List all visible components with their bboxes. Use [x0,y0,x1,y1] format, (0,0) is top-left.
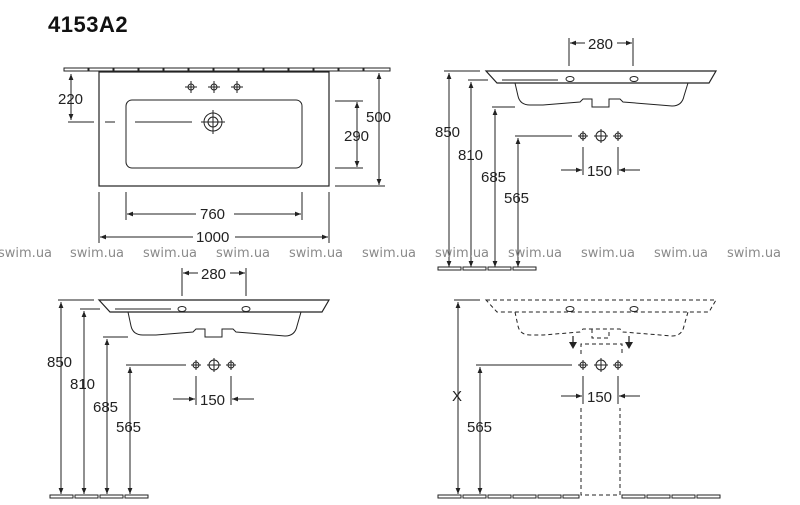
dim-810-a: 810 [458,147,483,164]
supply-connection-icon-2 [191,358,236,372]
dim-850-b: 850 [47,354,72,371]
pedestal-view: X 565 150 [437,299,721,499]
floor-strip-3 [437,494,721,499]
dim-685-b: 685 [93,399,118,416]
dim-280-b: 280 [201,266,226,283]
dim-280-a: 280 [588,36,613,53]
dim-290: 290 [344,128,369,145]
side-view-2: 280 850 810 685 565 150 [47,266,331,499]
side-view-1: 280 850 810 685 565 150 [435,36,718,271]
watermark: swim.ua [70,246,124,261]
watermark: swim.ua [362,246,416,261]
basin-side-profile [484,70,718,84]
top-view: 220 290 500 760 1000 [58,67,391,246]
basin-outline [98,71,330,187]
dim-1000: 1000 [196,229,229,246]
wall-strip-top [63,67,391,72]
dim-150-a: 150 [587,163,612,180]
dim-565-a: 565 [504,190,529,207]
dim-760: 760 [200,206,225,223]
drain-icon [201,110,225,134]
dim-810-b: 810 [70,376,95,393]
dim-850-a: 850 [435,124,460,141]
floor-strip-2 [49,494,149,499]
watermark: swim.ua [0,246,52,261]
watermark: swim.ua [216,246,270,261]
watermark: swim.ua [727,246,781,261]
watermark: swim.ua [143,246,197,261]
watermark: swim.ua [654,246,708,261]
basin-dashed-profile [484,299,717,313]
basin-side-profile-2 [97,299,331,313]
faucet-hole-icon [185,81,243,93]
watermark: swim.ua [289,246,343,261]
pedestal-top-dashed [580,343,623,354]
watermark: swim.ua [581,246,635,261]
pedestal-column-dashed [580,408,621,496]
supply-connection-icon [578,129,623,143]
model-number-title: 4153A2 [48,12,129,37]
dim-565-b: 565 [116,419,141,436]
dim-500: 500 [366,109,391,126]
dim-685-a: 685 [481,169,506,186]
watermark-row: swim.ua swim.ua swim.ua swim.ua swim.ua … [0,246,781,261]
watermark: swim.ua [435,246,489,261]
floor-strip-1 [437,266,537,271]
dim-220: 220 [58,91,83,108]
dim-150-c: 150 [587,389,612,406]
dim-565-c: 565 [467,419,492,436]
dim-x: X [452,388,462,405]
bowl-outline [125,99,303,169]
supply-connection-icon-3 [578,358,623,372]
dim-150-b: 150 [200,392,225,409]
watermark: swim.ua [508,246,562,261]
arrow-down-icon [569,336,633,349]
